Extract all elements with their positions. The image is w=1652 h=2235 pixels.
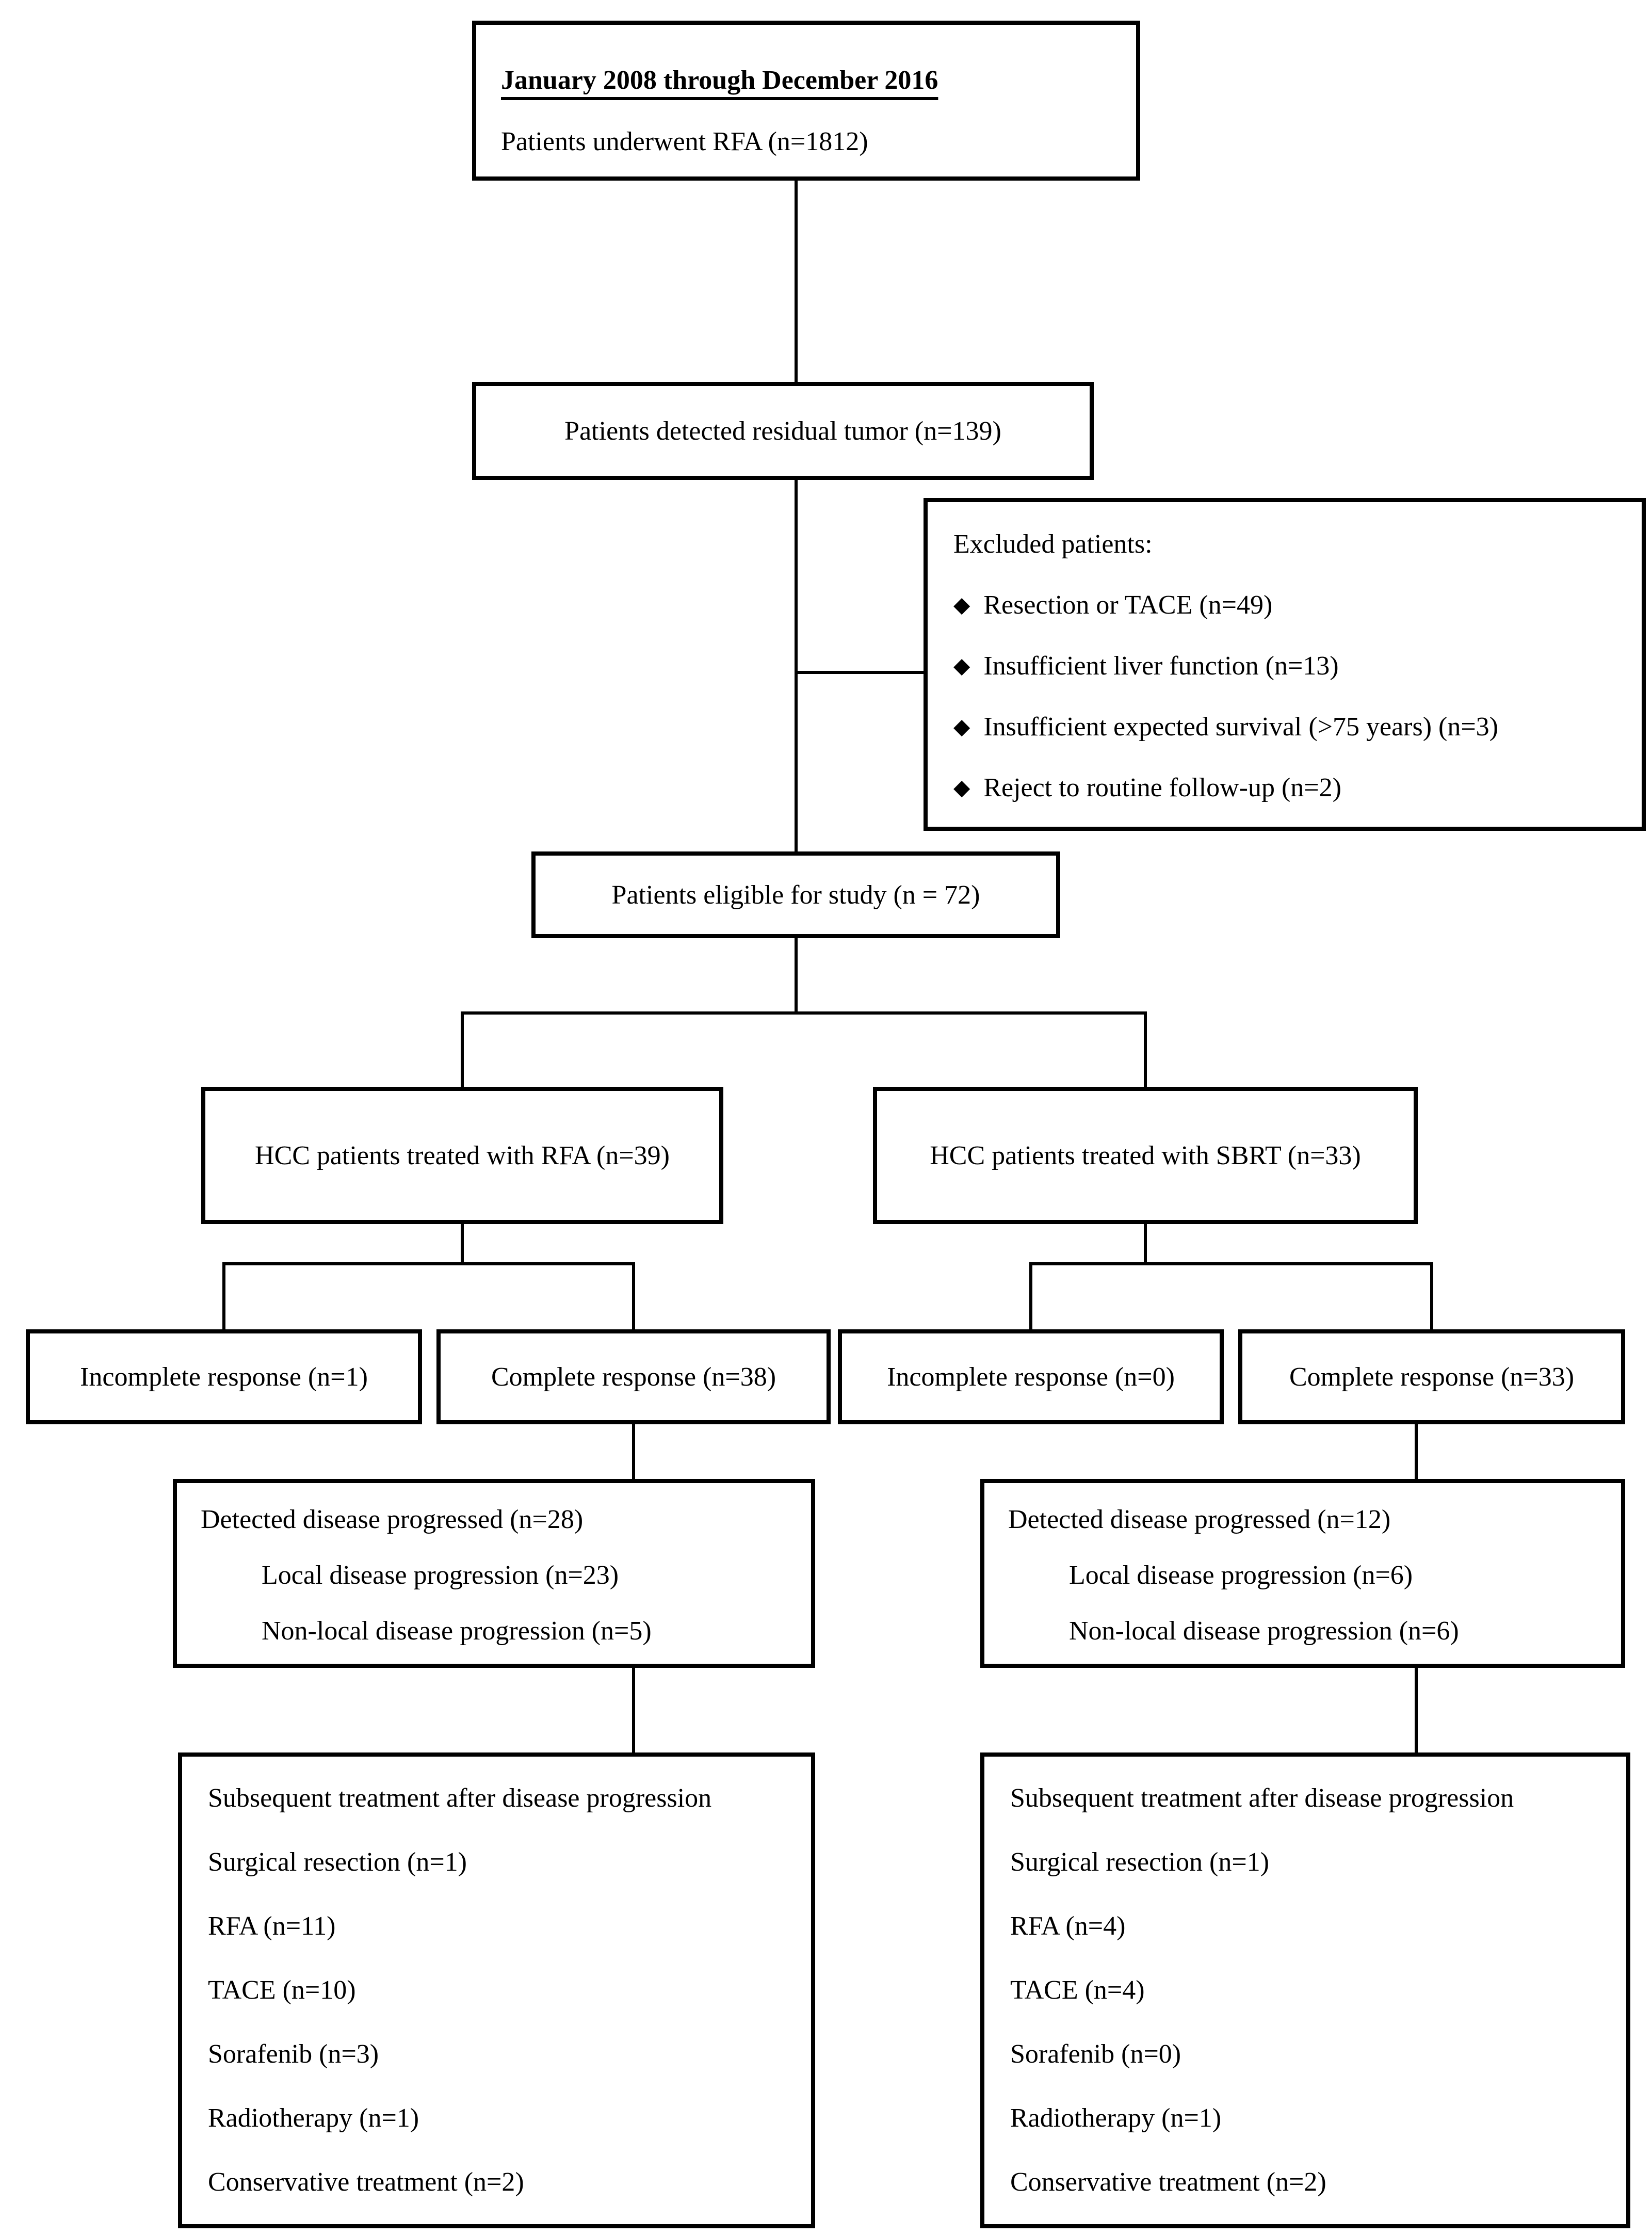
box-rfa-incomplete-response: Incomplete response (n=1) — [26, 1329, 422, 1424]
connector-rfa-split-arms — [222, 1262, 635, 1265]
excluded-item: ◆ Resection or TACE (n=49) — [953, 574, 1631, 635]
connector-rfa-complete-progress — [632, 1424, 635, 1480]
connector-sbrt-progress-subsequent — [1415, 1668, 1418, 1754]
box-sbrt-incomplete-response: Incomplete response (n=0) — [838, 1329, 1224, 1424]
connector-eligible-split-stem — [795, 938, 798, 1012]
excluded-title: Excluded patients: — [953, 529, 1153, 559]
connector-rfa-split-stem — [461, 1224, 464, 1263]
diamond-bullet-icon: ◆ — [953, 714, 970, 739]
enrollment-count-label: Patients underwent RFA (n=1812) — [501, 126, 868, 156]
excluded-item: ◆ Reject to routine follow-up (n=2) — [953, 757, 1631, 818]
sbrt-subsequent-item: Radiotherapy (n=1) — [1010, 2103, 1222, 2133]
box-sbrt-complete-response: Complete response (n=33) — [1238, 1329, 1625, 1424]
connector-residual-eligible — [795, 480, 798, 853]
rfa-arm-label: HCC patients treated with RFA (n=39) — [255, 1140, 670, 1170]
diamond-bullet-icon: ◆ — [953, 592, 970, 617]
connector-split-to-sbrt — [1144, 1011, 1147, 1088]
rfa-progression-title: Detected disease progressed (n=28) — [201, 1504, 584, 1534]
excluded-item-label: Insufficient liver function (n=13) — [983, 651, 1339, 681]
box-enrollment: January 2008 through December 2016 Patie… — [472, 21, 1140, 181]
sbrt-complete-label: Complete response (n=33) — [1289, 1362, 1575, 1392]
connector-to-rfa-complete — [632, 1262, 635, 1330]
connector-rfa-progress-subsequent — [632, 1668, 635, 1754]
sbrt-progression-item: Non-local disease progression (n=6) — [1069, 1616, 1459, 1646]
residual-label: Patients detected residual tumor (n=139) — [564, 416, 1001, 446]
rfa-subsequent-item: Sorafenib (n=3) — [208, 2039, 379, 2069]
box-rfa-complete-response: Complete response (n=38) — [436, 1329, 831, 1424]
sbrt-progression-item: Local disease progression (n=6) — [1069, 1560, 1413, 1590]
connector-sbrt-split-arms — [1029, 1262, 1433, 1265]
rfa-subsequent-item: Radiotherapy (n=1) — [208, 2103, 419, 2133]
rfa-progression-item: Local disease progression (n=23) — [262, 1560, 619, 1590]
eligible-label: Patients eligible for study (n = 72) — [611, 880, 980, 910]
connector-branch-excluded — [796, 671, 924, 674]
box-sbrt-arm: HCC patients treated with SBRT (n=33) — [873, 1087, 1418, 1224]
sbrt-arm-label: HCC patients treated with SBRT (n=33) — [930, 1140, 1361, 1170]
box-rfa-arm: HCC patients treated with RFA (n=39) — [201, 1087, 723, 1224]
rfa-subsequent-item: RFA (n=11) — [208, 1911, 336, 1941]
box-rfa-progression: Detected disease progressed (n=28) Local… — [173, 1479, 815, 1668]
sbrt-subsequent-item: Surgical resection (n=1) — [1010, 1847, 1269, 1877]
connector-to-sbrt-incomplete — [1029, 1262, 1032, 1330]
rfa-incomplete-label: Incomplete response (n=1) — [80, 1362, 368, 1392]
sbrt-subsequent-item: Conservative treatment (n=2) — [1010, 2167, 1326, 2197]
box-residual-tumor: Patients detected residual tumor (n=139) — [472, 382, 1094, 480]
rfa-subsequent-title: Subsequent treatment after disease progr… — [208, 1783, 712, 1813]
excluded-item-label: Insufficient expected survival (>75 year… — [983, 712, 1498, 742]
rfa-complete-label: Complete response (n=38) — [491, 1362, 776, 1392]
diamond-bullet-icon: ◆ — [953, 775, 970, 800]
connector-sbrt-split-stem — [1144, 1224, 1147, 1263]
box-sbrt-subsequent-treatment: Subsequent treatment after disease progr… — [980, 1752, 1630, 2228]
rfa-subsequent-item: TACE (n=10) — [208, 1975, 356, 2005]
connector-to-sbrt-complete — [1430, 1262, 1433, 1330]
rfa-subsequent-item: Surgical resection (n=1) — [208, 1847, 467, 1877]
diamond-bullet-icon: ◆ — [953, 653, 970, 678]
excluded-item: ◆ Insufficient expected survival (>75 ye… — [953, 696, 1631, 757]
sbrt-subsequent-item: RFA (n=4) — [1010, 1911, 1126, 1941]
sbrt-subsequent-item: TACE (n=4) — [1010, 1975, 1145, 2005]
sbrt-incomplete-label: Incomplete response (n=0) — [887, 1362, 1175, 1392]
rfa-subsequent-item: Conservative treatment (n=2) — [208, 2167, 524, 2197]
connector-split-arms — [461, 1011, 1147, 1015]
excluded-item-label: Reject to routine follow-up (n=2) — [983, 773, 1341, 802]
excluded-item-label: Resection or TACE (n=49) — [983, 590, 1273, 620]
sbrt-subsequent-item: Sorafenib (n=0) — [1010, 2039, 1181, 2069]
box-sbrt-progression: Detected disease progressed (n=12) Local… — [980, 1479, 1625, 1668]
sbrt-subsequent-title: Subsequent treatment after disease progr… — [1010, 1783, 1514, 1813]
connector-enrollment-residual — [795, 181, 798, 383]
box-rfa-subsequent-treatment: Subsequent treatment after disease progr… — [178, 1752, 815, 2228]
connector-split-to-rfa — [461, 1011, 464, 1088]
rfa-progression-item: Non-local disease progression (n=5) — [262, 1616, 652, 1646]
box-excluded-patients: Excluded patients: ◆ Resection or TACE (… — [924, 498, 1646, 831]
sbrt-progression-title: Detected disease progressed (n=12) — [1008, 1504, 1391, 1534]
connector-sbrt-complete-progress — [1415, 1424, 1418, 1480]
connector-to-rfa-incomplete — [222, 1262, 225, 1330]
enrollment-period-label: January 2008 through December 2016 — [501, 65, 938, 95]
excluded-item: ◆ Insufficient liver function (n=13) — [953, 635, 1631, 696]
box-eligible: Patients eligible for study (n = 72) — [531, 851, 1060, 938]
